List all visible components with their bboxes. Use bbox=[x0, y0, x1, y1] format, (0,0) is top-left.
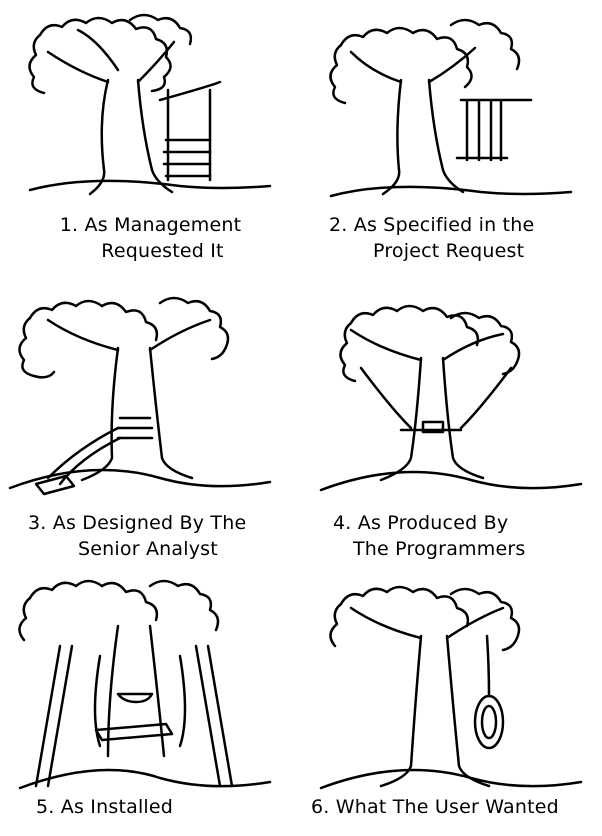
panel-6: 6. What The User Wanted bbox=[301, 556, 602, 834]
caption-2-line-2: Project Request bbox=[373, 240, 525, 262]
panel-3: 3. As Designed By The Senior Analyst bbox=[0, 278, 301, 560]
panel-2: 2. As Specified in the Project Request bbox=[301, 0, 602, 278]
caption-1: 1. As Management Requested It bbox=[0, 212, 301, 264]
caption-6-line-1: 6. What The User Wanted bbox=[311, 796, 559, 818]
tree-swing-illustration-1 bbox=[28, 13, 272, 196]
panel-1: 1. As Management Requested It bbox=[0, 0, 301, 278]
caption-3: 3. As Designed By The Senior Analyst bbox=[28, 510, 329, 562]
caption-6: 6. What The User Wanted bbox=[311, 794, 602, 820]
caption-5-line-1: 5. As Installed bbox=[36, 796, 174, 818]
tree-swing-illustration-6 bbox=[319, 585, 583, 790]
tree-swing-illustration-2 bbox=[329, 18, 573, 198]
caption-4: 4. As Produced By The Programmers bbox=[333, 510, 602, 562]
caption-1-line-2: Requested It bbox=[101, 240, 224, 262]
caption-3-line-1: 3. As Designed By The bbox=[28, 512, 247, 534]
tree-swing-illustration-4 bbox=[319, 304, 583, 492]
caption-4-line-2: The Programmers bbox=[353, 538, 526, 560]
caption-2-line-1: 2. As Specified in the bbox=[329, 214, 535, 236]
caption-4-line-1: 4. As Produced By bbox=[333, 512, 509, 534]
caption-2: 2. As Specified in the Project Request bbox=[329, 212, 602, 264]
caption-5: 5. As Installed bbox=[36, 794, 337, 820]
panel-4: 4. As Produced By The Programmers bbox=[301, 278, 602, 560]
tree-swing-illustration-3 bbox=[8, 296, 272, 496]
tree-swing-illustration-5 bbox=[18, 579, 272, 790]
caption-3-line-2: Senior Analyst bbox=[78, 538, 218, 560]
panel-5: 5. As Installed bbox=[0, 556, 301, 834]
caption-1-line-1: 1. As Management bbox=[59, 214, 242, 236]
